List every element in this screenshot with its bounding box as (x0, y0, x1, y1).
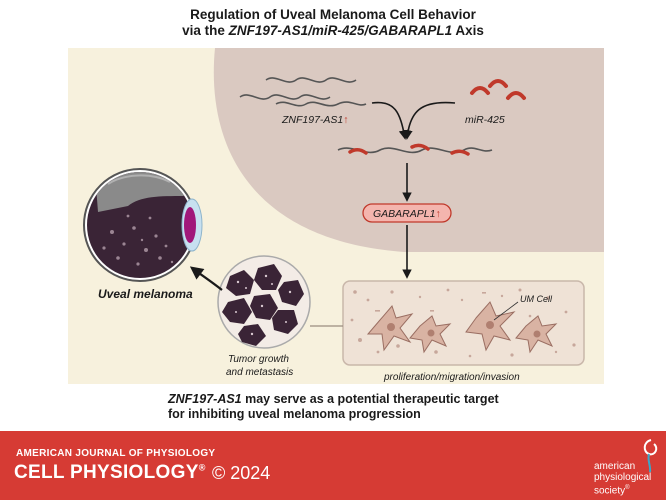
merge-arrows (371, 101, 456, 140)
mirna-label: miR-425 (465, 114, 505, 126)
copyright-year: © 2024 (212, 463, 271, 483)
axis-name: ZNF197-AS1/miR-425/GABARAPL1 (228, 23, 453, 38)
tissue-panel (342, 280, 585, 366)
rna-duplex (337, 143, 493, 156)
tumor-caption-line1: Tumor growth (228, 354, 289, 365)
eye-label: Uveal melanoma (98, 287, 193, 301)
journal-section: CELL PHYSIOLOGY® (14, 462, 206, 483)
target-gene-pill (362, 203, 452, 223)
tumor-speckles (235, 274, 292, 336)
conclusion-text: ZNF197-AS1 may serve as a potential ther… (168, 392, 499, 421)
arrow-to-eye (189, 266, 223, 291)
society-name: american physiological society® (594, 461, 652, 497)
um-cell-nuclei (387, 321, 541, 338)
eye-iris (184, 207, 196, 243)
eye-interior (96, 172, 184, 272)
tumor-caption-line2: and metastasis (226, 367, 293, 378)
tissue-caption: proliferation/migration/invasion (383, 372, 520, 383)
figure-title-line2: via the ZNF197-AS1/miR-425/GABARAPL1 Axi… (182, 23, 484, 38)
journal-name: AMERICAN JOURNAL OF PHYSIOLOGY (16, 448, 216, 459)
um-cell-pointer (493, 301, 519, 321)
footer-bar (0, 431, 666, 500)
target-gene-label: GABARAPL1↑ (373, 208, 441, 220)
um-cell-label: UM Cell (520, 294, 553, 304)
lncrna-strands (239, 77, 367, 107)
aps-logo-icon (643, 439, 658, 473)
mirna-molecules (470, 79, 526, 100)
tumor-clusters (222, 264, 304, 346)
graphical-abstract: ZNF197-AS1↑ miR-425 GABARAPL1↑ UM Cell p… (68, 48, 604, 384)
lncrna-label: ZNF197-AS1↑ (281, 114, 349, 126)
conclusion-gene: ZNF197-AS1 (168, 392, 242, 406)
figure-title-line1: Regulation of Uveal Melanoma Cell Behavi… (190, 7, 476, 22)
